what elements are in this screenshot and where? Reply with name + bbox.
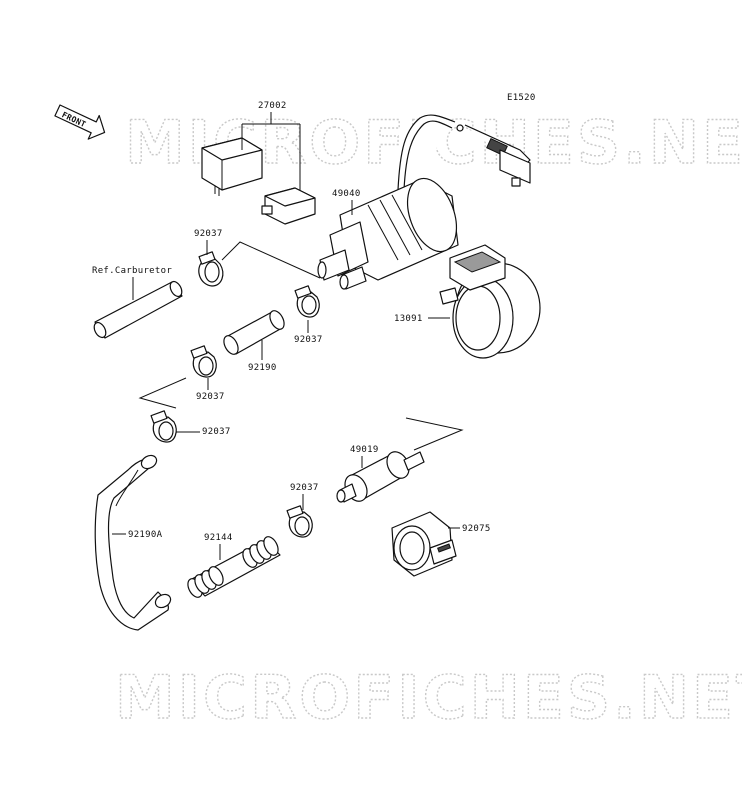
part-label-92037-b: 92037 bbox=[294, 335, 323, 345]
watermark-bottom: MICROFICHES.NET bbox=[115, 663, 742, 733]
part-label-92190A: 92190A bbox=[128, 530, 163, 540]
part-label-92190: 92190 bbox=[248, 363, 277, 373]
part-label-92037-d: 92037 bbox=[202, 427, 231, 437]
long-hose-92190A bbox=[94, 454, 172, 631]
clamp-a-92037 bbox=[198, 251, 224, 287]
clamp-d-92037 bbox=[150, 410, 177, 443]
part-label-49040: 49040 bbox=[332, 189, 361, 199]
reference-carburetor-label: Ref.Carburetor bbox=[92, 266, 172, 276]
part-label-92075: 92075 bbox=[462, 524, 491, 534]
part-label-92144: 92144 bbox=[204, 533, 233, 543]
clamp-e-92037 bbox=[286, 505, 313, 538]
filter-holder-92075 bbox=[391, 511, 457, 577]
fuel-pump-49040 bbox=[317, 114, 531, 290]
short-hose-92190 bbox=[223, 310, 285, 355]
carburetor-hose bbox=[93, 280, 183, 339]
part-label-92037-c: 92037 bbox=[196, 392, 225, 402]
relay-27002 bbox=[201, 137, 316, 225]
part-label-49019: 49019 bbox=[350, 445, 379, 455]
part-label-13091: 13091 bbox=[394, 314, 423, 324]
front-arrow-icon: FRONT bbox=[54, 104, 106, 140]
pump-bracket-13091 bbox=[439, 244, 541, 359]
spring-92144 bbox=[187, 536, 281, 598]
diagram-code: E1520 bbox=[507, 93, 536, 103]
part-label-27002: 27002 bbox=[258, 101, 287, 111]
clamp-c-92037 bbox=[190, 345, 217, 378]
part-label-92037-a: 92037 bbox=[194, 229, 223, 239]
part-label-92037-e: 92037 bbox=[290, 483, 319, 493]
fuel-filter-49019 bbox=[336, 451, 425, 503]
clamp-b-92037 bbox=[294, 285, 320, 318]
